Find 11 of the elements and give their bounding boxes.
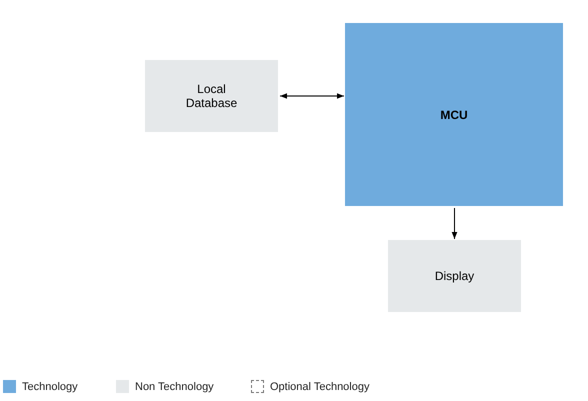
legend-label: Optional Technology (270, 380, 370, 392)
arrow (280, 93, 344, 99)
arrow (452, 208, 458, 240)
legend-label: Non Technology (135, 380, 214, 392)
node-label: Local Database (184, 82, 238, 110)
process-box (345, 23, 563, 206)
process-box (145, 60, 278, 132)
legend-label: Technology (22, 380, 78, 392)
node-label: Display (434, 269, 474, 283)
process-box (388, 240, 521, 312)
node-label: MCU (440, 108, 468, 122)
